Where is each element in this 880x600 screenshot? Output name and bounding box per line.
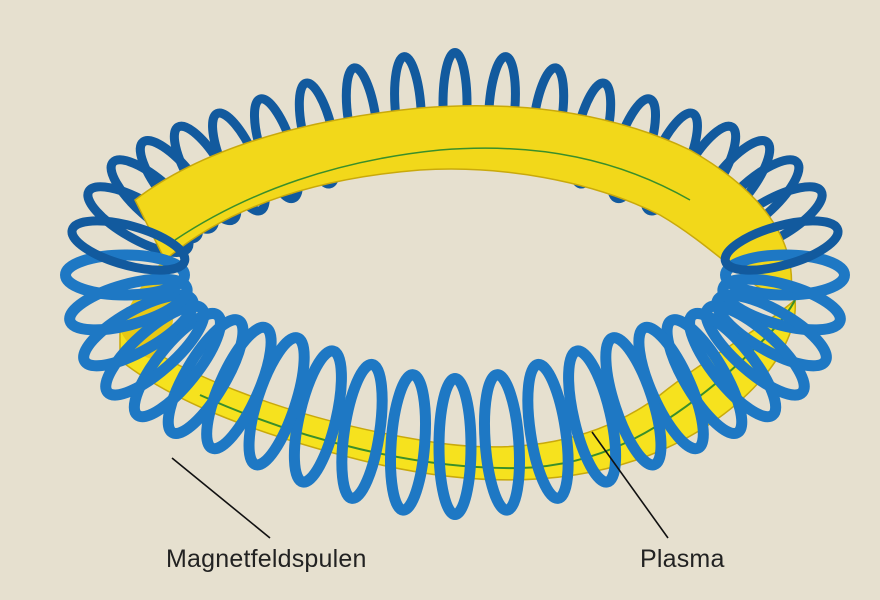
label-magnetic-coils: Magnetfeldspulen <box>166 545 367 574</box>
label-plasma: Plasma <box>640 545 725 574</box>
